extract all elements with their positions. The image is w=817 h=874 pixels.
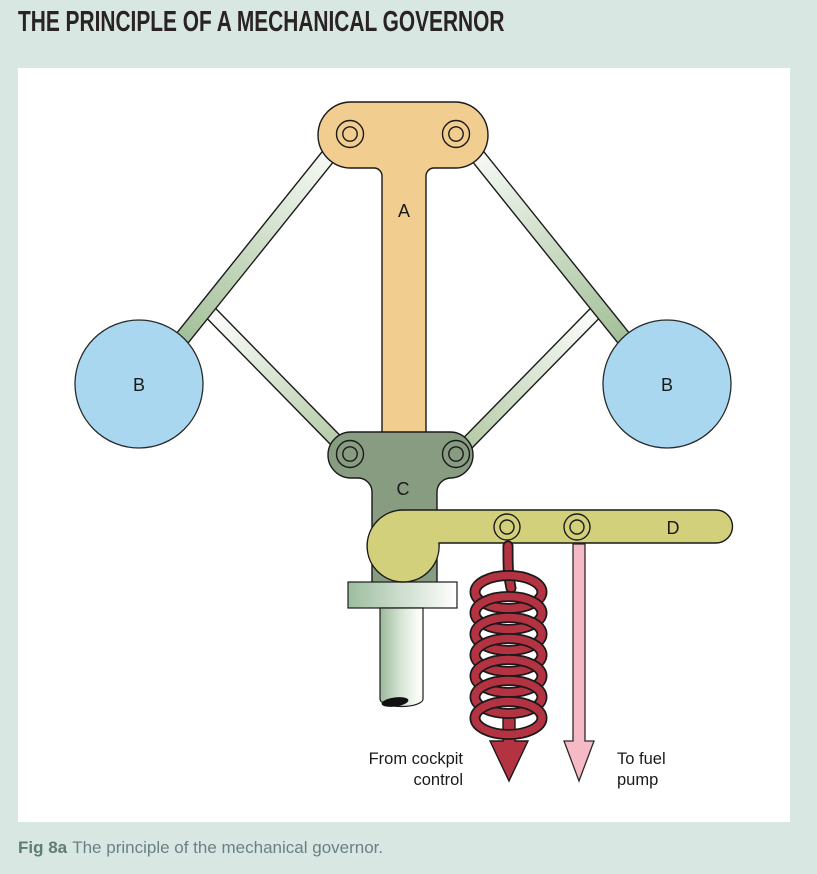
pivot-plate-left-inner-icon — [342, 126, 358, 142]
flyweight-right — [602, 319, 732, 449]
drive-shaft-opening — [381, 697, 409, 707]
pivot-collar-left-inner-icon — [342, 446, 358, 462]
cockpit-control-arrow-icon — [488, 712, 530, 783]
label-flyweight-left: B — [133, 375, 145, 395]
pivot-lever-rod-inner-icon — [569, 519, 585, 535]
pivot-plate-left-outer-icon — [335, 119, 365, 149]
annotation-from-cockpit-line1: From cockpit — [369, 750, 464, 768]
pivot-plate-right-outer-icon — [441, 119, 471, 149]
label-collar-c: C — [397, 479, 410, 499]
upper-arm-left — [173, 143, 341, 347]
pivot-collar-left-outer-icon — [335, 439, 365, 469]
pivot-lever-spring-outer-icon — [493, 513, 521, 541]
spring-coil-icon — [469, 570, 548, 740]
pivot-plate-right-inner-icon — [448, 126, 464, 142]
governor-diagram: A B B C D From cockpit control To fuel p… — [74, 101, 734, 789]
caption-figure-number: Fig 8a — [18, 838, 68, 857]
spring-wire — [504, 542, 515, 592]
page-title: THE PRINCIPLE OF A MECHANICAL GOVERNOR — [18, 6, 505, 38]
upper-arm-right — [465, 143, 633, 347]
pivot-lever-spring-inner-icon — [499, 519, 515, 535]
diagram-panel: A B B C D From cockpit control To fuel p… — [18, 68, 790, 822]
label-spindle-a: A — [398, 201, 410, 221]
annotation-to-fuel-line1: To fuel — [617, 750, 666, 768]
lower-arm-right — [448, 302, 606, 463]
sleeve-flange — [347, 581, 458, 609]
drive-shaft — [379, 607, 424, 708]
lever-d — [366, 509, 734, 583]
pivot-collar-right-inner-icon — [448, 446, 464, 462]
annotation-to-fuel-line2: pump — [617, 771, 658, 789]
caption-text: The principle of the mechanical governor… — [72, 838, 384, 857]
spindle-a — [317, 101, 489, 439]
lower-arm-left — [200, 302, 358, 463]
annotation-from-cockpit-line2: control — [413, 771, 463, 789]
pivot-collar-right-outer-icon — [441, 439, 471, 469]
flyweight-left — [74, 319, 204, 449]
label-flyweight-right: B — [661, 375, 673, 395]
label-lever-d: D — [667, 518, 680, 538]
fuel-pump-arrow-icon — [563, 543, 595, 783]
pivot-lever-rod-outer-icon — [563, 513, 591, 541]
